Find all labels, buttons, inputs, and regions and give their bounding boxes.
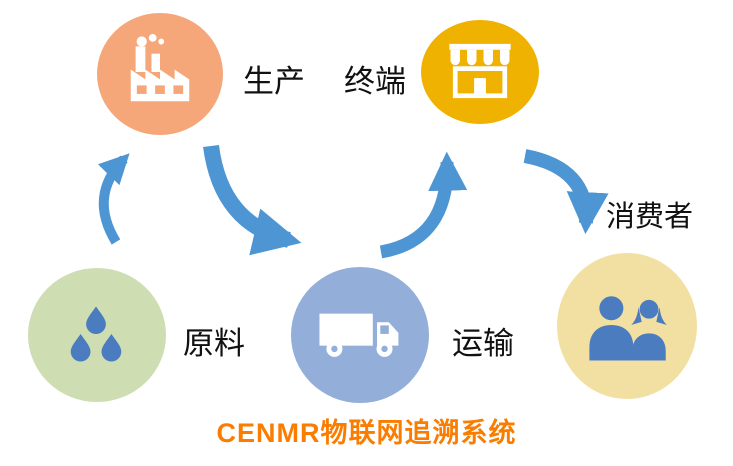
raw-material-node-circle xyxy=(28,268,166,402)
arrow-production-to-transport xyxy=(203,144,302,256)
water-drops-icon xyxy=(70,306,122,362)
factory-icon xyxy=(130,33,190,102)
raw-material-label: 原料 xyxy=(183,326,245,361)
arrow-transport-to-terminal xyxy=(379,151,468,259)
consumer-node-circle xyxy=(557,253,697,399)
truck-icon xyxy=(319,313,399,357)
transport-label: 运输 xyxy=(452,326,514,361)
diagram-title: CENMR物联网追溯系统 xyxy=(216,418,517,448)
consumer-label: 消费者 xyxy=(606,201,694,233)
people-icon xyxy=(589,296,667,361)
arrow-raw-material-to-production xyxy=(97,153,130,245)
arrow-terminal-to-consumer xyxy=(523,149,609,235)
store-icon xyxy=(449,43,511,99)
terminal-label: 终端 xyxy=(344,64,406,99)
production-label: 生产 xyxy=(243,64,305,99)
